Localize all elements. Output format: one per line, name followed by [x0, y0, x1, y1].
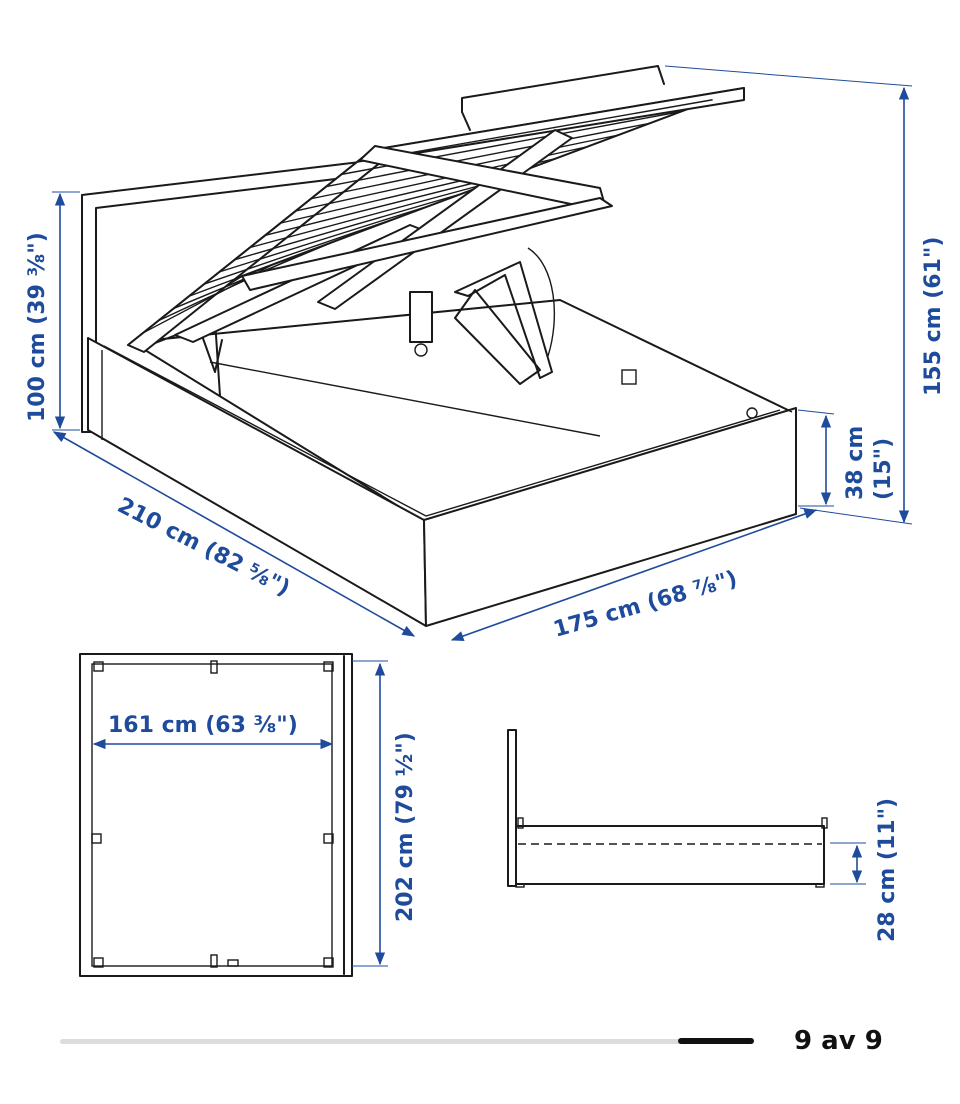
gas-lift-mechanism — [454, 261, 553, 379]
bed-side-view — [507, 729, 828, 888]
slat — [188, 228, 368, 297]
pager-progress-thumb[interactable] — [678, 1038, 754, 1044]
pager-label: 9 av 9 — [794, 1026, 883, 1056]
slatted-base — [127, 65, 745, 353]
slat — [356, 99, 713, 163]
slat — [219, 204, 431, 273]
side-view-dimension-lines — [830, 842, 866, 885]
dim-inner-length: 202 cm (79 ½") — [393, 732, 418, 922]
slat — [249, 181, 494, 249]
iso-dimension-lines — [52, 65, 913, 641]
dim-total-height: 155 cm (61") — [921, 237, 946, 396]
pager-progress-track[interactable] — [60, 1039, 754, 1044]
dim-inner-width: 161 cm (63 ⅜") — [108, 713, 298, 738]
dim-clearance: 28 cm (11") — [875, 798, 900, 942]
dim-headboard-height: 100 cm (39 ⅜") — [25, 232, 50, 422]
lift-handle[interactable] — [461, 65, 665, 113]
side-headboard — [507, 729, 517, 887]
dim-frame-height-in: (15") — [871, 438, 896, 500]
bed-top-view — [79, 653, 353, 977]
top-view-dimension-lines — [92, 660, 388, 967]
dim-frame-height: 38 cm — [843, 426, 868, 500]
slat — [204, 216, 400, 285]
slat — [326, 122, 651, 188]
slat — [234, 193, 462, 261]
side-frame — [515, 825, 825, 885]
